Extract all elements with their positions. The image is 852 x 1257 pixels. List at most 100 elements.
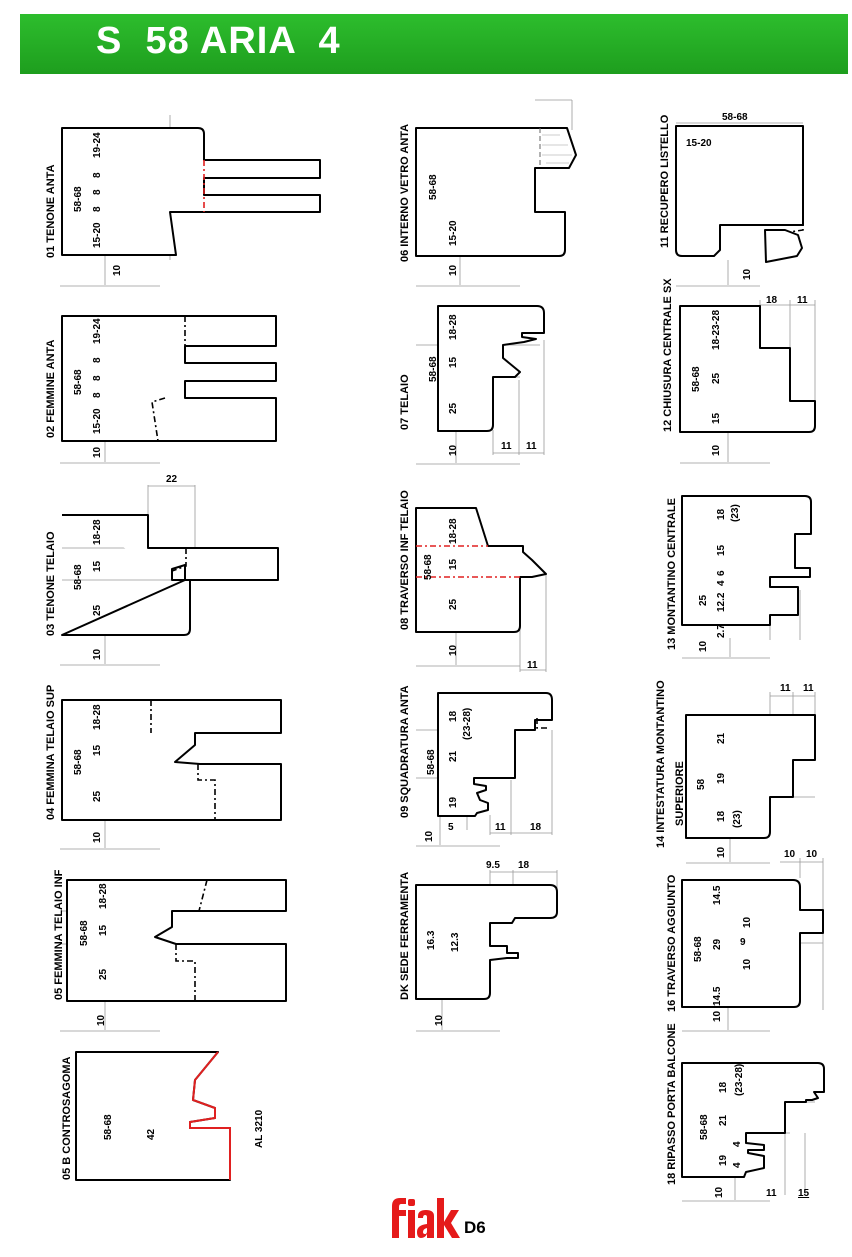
profile-04-label: 04 FEMMINA TELAIO SUP (45, 685, 57, 820)
svg-text:58-68: 58-68 (426, 749, 437, 775)
svg-text:10: 10 (716, 846, 727, 858)
svg-text:22: 22 (166, 474, 178, 485)
svg-text:25: 25 (711, 372, 722, 384)
svg-text:10: 10 (448, 444, 459, 456)
profile-13-montantino-centrale: 13 MONTANTINO CENTRALE 18 (23) 15 6 4 12… (666, 495, 812, 659)
svg-text:8: 8 (92, 172, 103, 178)
svg-text:11: 11 (527, 660, 538, 671)
svg-text:15: 15 (98, 924, 109, 936)
profile-05-label: 05 FEMMINA TELAIO INF (53, 869, 65, 1000)
profile-dk-sede-ferramenta: DK SEDE FERRAMENTA 16.3 12.3 10 9.5 18 (399, 860, 558, 1032)
svg-text:5: 5 (448, 822, 454, 833)
svg-text:10: 10 (434, 1014, 445, 1026)
svg-text:8: 8 (92, 206, 103, 212)
svg-text:18-28: 18-28 (448, 518, 459, 544)
svg-text:9: 9 (740, 937, 746, 948)
svg-text:58-68: 58-68 (73, 186, 84, 212)
profile-04-femmina-telaio-sup: 04 FEMMINA TELAIO SUP 58-68 18-28 15 25 … (45, 685, 282, 850)
profile-dk-label: DK SEDE FERRAMENTA (399, 872, 411, 1000)
profile-01-tenone-anta: 01 TENONE ANTA 58-68 19-24 8 8 8 15-20 1… (45, 115, 321, 287)
svg-text:15: 15 (448, 356, 459, 368)
svg-text:25: 25 (98, 968, 109, 980)
profile-02-femmine-anta: 02 FEMMINE ANTA 58-68 19-24 8 8 8 15-20 … (45, 315, 277, 464)
title-banner: S 58 ARIA 4 (20, 14, 848, 74)
svg-text:10: 10 (714, 1186, 725, 1198)
svg-text:15-20: 15-20 (686, 138, 712, 149)
profile-03-tenone-telaio: 22 03 TENONE TELAIO 58-68 18-28 15 25 10 (45, 474, 279, 666)
svg-text:42: 42 (146, 1128, 157, 1140)
profile-08-traverso-inf-telaio: 08 TRAVERSO INF TELAIO 58-68 18-28 15 25… (399, 490, 547, 672)
profile-05b-code: AL 3210 (254, 1109, 265, 1148)
svg-text:8: 8 (92, 189, 103, 195)
svg-text:58-68: 58-68 (693, 936, 704, 962)
svg-text:11: 11 (766, 1188, 777, 1199)
profile-08-label: 08 TRAVERSO INF TELAIO (399, 490, 411, 630)
svg-text:19: 19 (718, 1154, 729, 1166)
svg-text:29: 29 (712, 938, 723, 950)
svg-text:21: 21 (716, 732, 727, 744)
svg-text:10: 10 (784, 849, 796, 860)
profile-12-chiusura-centrale-sx: 18 11 12 CHIUSURA CENTRALE SX 58-68 18-2… (662, 278, 816, 464)
svg-text:15: 15 (448, 558, 459, 570)
svg-text:6: 6 (716, 570, 727, 576)
svg-text:58-68: 58-68 (428, 356, 439, 382)
profile-05-femmina-telaio-inf: 05 FEMMINA TELAIO INF 58-68 18-28 15 25 … (53, 869, 287, 1032)
svg-text:18-28: 18-28 (98, 883, 109, 909)
svg-text:58-68: 58-68 (73, 749, 84, 775)
fiak-logo (392, 1198, 460, 1238)
svg-text:11: 11 (495, 822, 506, 833)
svg-text:58-68: 58-68 (73, 369, 84, 395)
svg-text:15: 15 (92, 744, 103, 756)
svg-text:10: 10 (424, 830, 435, 842)
profile-14-label-line2: SUPERIORE (674, 761, 686, 826)
profile-18-ripasso-porta-balcone: 18 RIPASSO PORTA BALCONE 58-68 18 (23-28… (666, 1023, 825, 1202)
profile-18-label: 18 RIPASSO PORTA BALCONE (666, 1023, 678, 1185)
svg-text:25: 25 (92, 604, 103, 616)
profile-14-label: 14 INTESTATURA MONTANTINO (655, 680, 667, 848)
svg-text:12.2: 12.2 (716, 592, 727, 612)
profile-14-intestatura-montantino: 11 11 14 INTESTATURA MONTANTINO SUPERIOR… (655, 680, 816, 864)
svg-text:18: 18 (766, 295, 778, 306)
svg-text:15: 15 (711, 412, 722, 424)
svg-text:18: 18 (716, 810, 727, 822)
svg-text:15: 15 (92, 560, 103, 572)
profile-07-telaio: 07 TELAIO 58-68 18-28 15 25 10 11 11 (399, 305, 545, 465)
svg-text:10: 10 (698, 640, 709, 652)
page-number: D6 (464, 1218, 486, 1237)
svg-text:11: 11 (526, 441, 537, 452)
profile-16-label: 16 TRAVERSO AGGIUNTO (666, 874, 678, 1012)
svg-text:10: 10 (448, 644, 459, 656)
svg-text:(23-28): (23-28) (734, 1064, 745, 1096)
svg-text:10: 10 (742, 916, 753, 928)
profile-05b-label: 05 B CONTROSAGOMA (61, 1056, 73, 1180)
svg-text:10: 10 (96, 1014, 107, 1026)
svg-text:15-20: 15-20 (92, 222, 103, 248)
svg-text:58-68: 58-68 (722, 112, 748, 123)
svg-text:10: 10 (806, 849, 818, 860)
profile-16-traverso-aggiunto: 10 10 16 TRAVERSO AGGIUNTO 58-68 14.5 29… (666, 849, 824, 1032)
svg-text:10: 10 (712, 1010, 723, 1022)
profile-02-label: 02 FEMMINE ANTA (45, 340, 57, 438)
svg-text:4: 4 (716, 580, 727, 586)
svg-text:16.3: 16.3 (426, 930, 437, 950)
svg-text:21: 21 (448, 750, 459, 762)
svg-text:2.7: 2.7 (716, 624, 727, 638)
svg-text:10: 10 (742, 268, 753, 280)
svg-text:10: 10 (92, 446, 103, 458)
svg-text:14.5: 14.5 (712, 986, 723, 1006)
profile-11-label: 11 RECUPERO LISTELLO (659, 114, 671, 248)
svg-text:25: 25 (448, 598, 459, 610)
page-title: S 58 ARIA 4 (96, 20, 341, 62)
svg-text:10: 10 (92, 831, 103, 843)
svg-text:10: 10 (448, 264, 459, 276)
profile-12-label: 12 CHIUSURA CENTRALE SX (662, 278, 674, 432)
svg-text:19: 19 (448, 796, 459, 808)
svg-text:9.5: 9.5 (486, 860, 500, 871)
svg-text:18: 18 (518, 860, 530, 871)
svg-text:15-20: 15-20 (92, 408, 103, 434)
svg-text:18-28: 18-28 (448, 314, 459, 340)
svg-text:58-68: 58-68 (73, 564, 84, 590)
svg-text:18-28: 18-28 (92, 519, 103, 545)
svg-text:8: 8 (92, 392, 103, 398)
